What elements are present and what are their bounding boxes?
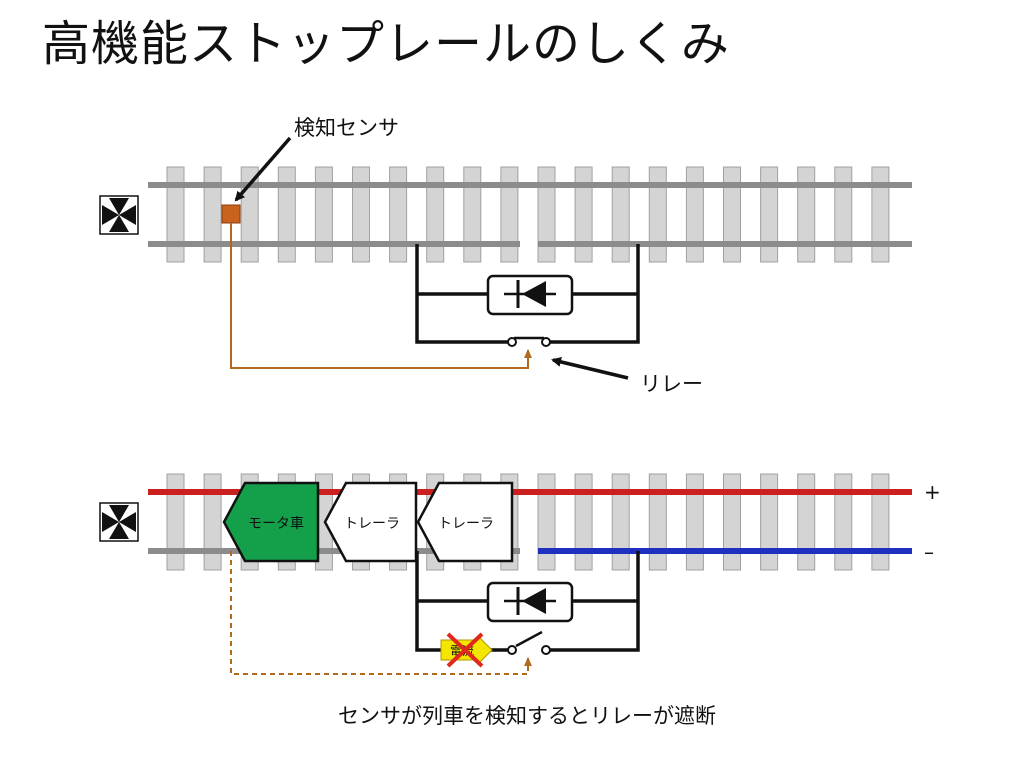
sensor-wire <box>230 223 532 369</box>
sleeper <box>648 473 667 571</box>
trailer-2-label: トレーラ <box>438 516 494 532</box>
sensor-wire-active <box>230 551 532 675</box>
trailer-car-1 <box>323 481 418 563</box>
stop-marker-top <box>99 195 139 235</box>
sleeper <box>797 473 816 571</box>
sleeper <box>871 473 890 571</box>
sleeper <box>871 166 890 263</box>
detection-sensor <box>221 204 241 224</box>
relay-contact-right <box>541 645 551 655</box>
sleeper <box>537 473 556 571</box>
sleeper <box>203 473 222 571</box>
trailer-1-label: トレーラ <box>344 516 400 532</box>
sensor-pointer-arrow <box>234 136 292 202</box>
circuit-bottom <box>415 551 640 652</box>
relay-contact-right <box>541 337 551 347</box>
sleeper <box>203 166 222 263</box>
motor-car-label: モータ車 <box>248 515 304 532</box>
relay-label: リレー <box>640 372 703 396</box>
relay-contact-left <box>507 337 517 347</box>
sleeper <box>834 166 853 263</box>
sleeper <box>574 166 593 263</box>
sleepers <box>166 166 890 263</box>
sleeper <box>723 166 741 263</box>
sleeper <box>500 166 519 263</box>
relay-switch-open <box>515 630 543 648</box>
sleeper <box>426 166 445 263</box>
sleeper <box>723 473 741 571</box>
sleeper <box>611 166 630 263</box>
relay-pointer-arrow <box>551 357 629 380</box>
sleeper <box>166 166 185 263</box>
sleeper <box>834 473 853 571</box>
stop-marker-bottom <box>99 502 139 542</box>
sleeper <box>611 473 630 571</box>
circuit-top <box>415 244 640 344</box>
sleeper <box>314 166 333 263</box>
trailer-car-2 <box>416 481 514 563</box>
sleeper <box>537 166 556 263</box>
sleeper <box>574 473 593 571</box>
motor-car <box>222 481 320 563</box>
diode-icon <box>522 281 546 307</box>
sleeper <box>760 166 779 263</box>
sleeper <box>277 166 296 263</box>
caption: センサが列車を検知するとリレーが遮断 <box>338 704 716 728</box>
sleeper <box>760 473 779 571</box>
sleeper <box>166 473 185 571</box>
relay-contact-left <box>507 645 517 655</box>
track-top <box>148 166 912 263</box>
sleeper <box>648 166 667 263</box>
sleeper <box>389 166 408 263</box>
plus-sign: + <box>924 480 941 504</box>
minus-sign: – <box>924 540 934 564</box>
sleeper <box>463 166 482 263</box>
diode-icon <box>522 588 546 614</box>
train: モータ車 トレーラ トレーラ <box>222 481 514 563</box>
sleeper <box>685 166 704 263</box>
page-title: 高機能ストップレールのしくみ <box>42 16 730 72</box>
sleeper <box>797 166 816 263</box>
sleeper <box>685 473 704 571</box>
sensor-label: 検知センサ <box>294 116 399 140</box>
sleeper <box>240 166 259 263</box>
current-blocked: 電流 <box>440 632 493 668</box>
sleeper <box>352 166 370 263</box>
